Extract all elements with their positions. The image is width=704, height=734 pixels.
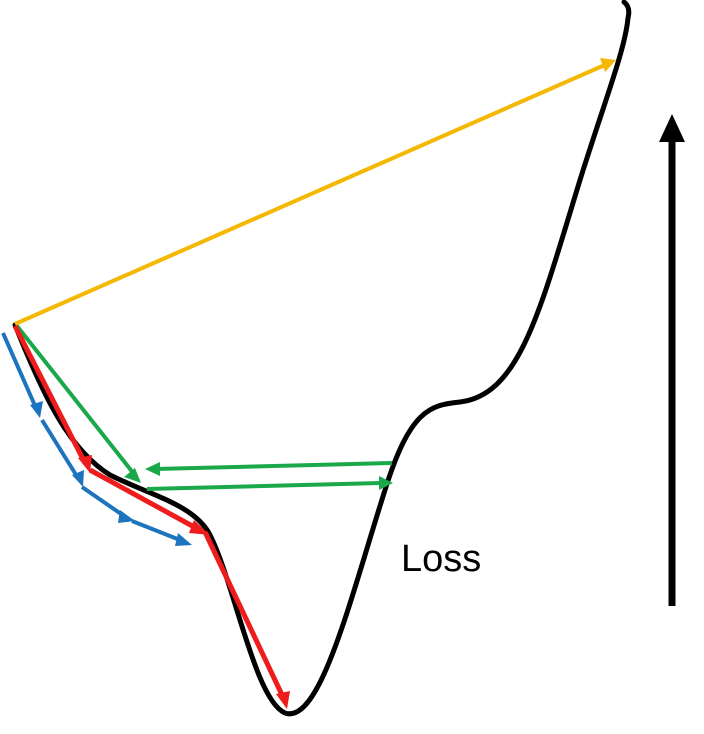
large-step-arrow <box>14 62 608 326</box>
good-step-1 <box>12 324 88 465</box>
oscillation-step-across-left <box>154 461 393 471</box>
good-step-3-head <box>276 691 290 709</box>
loss-label: Loss <box>401 538 482 580</box>
small-step-1-head <box>30 401 43 418</box>
small-step-2-head <box>72 470 84 487</box>
good-step-2-head <box>189 520 210 535</box>
small-step-4 <box>131 519 181 542</box>
loss-curve <box>12 0 632 717</box>
oscillation-step-down-head <box>124 468 141 483</box>
loss-axis-arrowhead <box>659 114 685 142</box>
good-step-1-head <box>78 455 92 473</box>
oscillation-step-across-right-head <box>379 476 393 490</box>
small-step-2 <box>40 418 80 480</box>
small-step-1 <box>1 332 38 409</box>
good-step-3 <box>202 530 286 699</box>
small-step-3 <box>80 485 126 518</box>
small-step-4-head <box>175 533 192 546</box>
oscillation-step-across-left-head <box>145 462 160 476</box>
small-step-3-head <box>118 510 135 523</box>
oscillation-step-down <box>15 324 136 476</box>
good-step-2 <box>88 467 198 531</box>
oscillation-step-across-right <box>146 481 382 491</box>
large-step-arrowhead <box>600 58 616 72</box>
